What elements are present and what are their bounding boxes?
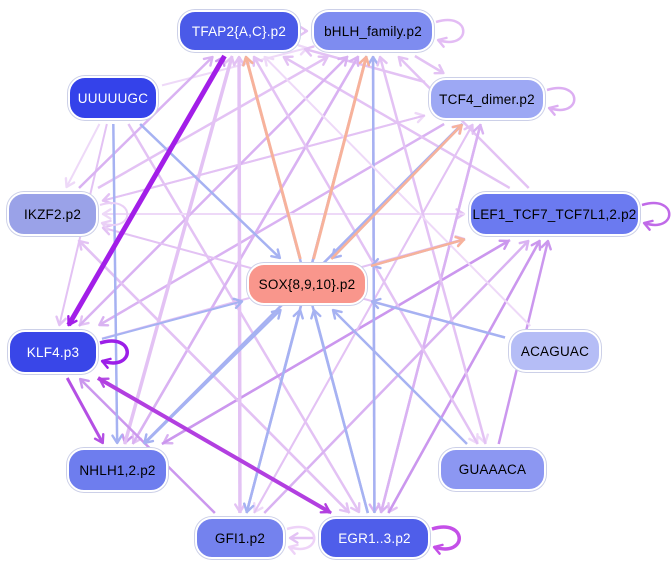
edge-nhlh-bhlh	[131, 55, 360, 445]
edge-uuuuugc-nhlh	[111, 123, 123, 445]
node-egr[interactable]: EGR1..3.p2	[319, 517, 430, 559]
edge-egr-sox	[310, 308, 370, 514]
edge-guaaaca-bhlh	[376, 55, 487, 445]
node-label: EGR1..3.p2	[338, 530, 411, 546]
node-label: GUAAACA	[458, 462, 527, 477]
node-label: NHLH1,2.p2	[79, 462, 156, 478]
edge-guaaaca-tfap2	[252, 55, 479, 445]
edge-sox-lef1	[370, 235, 466, 268]
self-loop-tcf4	[546, 86, 576, 116]
edge-lef1-bhlh	[397, 55, 530, 189]
node-label: bHLH_family.p2	[324, 23, 422, 39]
edge-uuuuugc-egr	[127, 123, 361, 514]
edge-sox-tcf4	[330, 123, 463, 260]
edge-klf4-nhlh	[65, 377, 105, 445]
node-label: UUUUUGC	[77, 90, 149, 106]
self-loop-gfi1	[286, 525, 316, 555]
node-ikzf2[interactable]: IKZF2.p2	[7, 192, 98, 236]
edge-uuuuugc-bhlh	[161, 44, 309, 87]
self-loop-ikzf2	[99, 202, 129, 231]
edge-acaguac-sox	[370, 297, 506, 339]
node-label: ACAGUAC	[520, 343, 590, 359]
node-lef1[interactable]: LEF1_TCF7_TCF7L1,2.p2	[469, 192, 640, 236]
edge-gfi1-lef1	[263, 239, 530, 514]
node-bhlh[interactable]: bHLH_family.p2	[312, 10, 434, 52]
edge-egr-bhlh	[367, 55, 379, 514]
edge-ikzf2-tfap2	[78, 55, 214, 189]
edge-gfi1-tfap2	[233, 55, 245, 514]
node-sox[interactable]: SOX{8,9,10}.p2	[247, 263, 367, 305]
self-loop-bhlh	[435, 18, 465, 48]
node-label: LEF1_TCF7_TCF7L1,2.p2	[472, 206, 637, 222]
node-label: IKZF2.p2	[23, 206, 82, 222]
edge-sox-bhlh	[312, 55, 371, 260]
edge-egr-tcf4	[379, 123, 485, 514]
edge-uuuuugc-ikzf2	[64, 123, 101, 189]
edge-gfi1-klf4	[78, 377, 216, 514]
node-label: SOX{8,9,10}.p2	[258, 276, 356, 292]
node-acaguac[interactable]: ACAGUAC	[509, 330, 601, 372]
node-nhlh[interactable]: NHLH1,2.p2	[67, 448, 168, 492]
edge-tcf4-klf4	[98, 122, 445, 327]
self-loop-egr	[431, 525, 461, 555]
node-tfap2[interactable]: TFAP2{A,C}.p2	[178, 10, 300, 52]
edge-tcf4-ikzf2	[101, 114, 426, 205]
node-uuuuugc[interactable]: UUUUUGC	[68, 76, 158, 120]
node-tcf4[interactable]: TCF4_dimer.p2	[429, 78, 545, 120]
node-label: KLF4.p3	[26, 344, 80, 360]
edge-gfi1-tcf4	[253, 123, 474, 514]
node-label: TFAP2{A,C}.p2	[191, 23, 287, 39]
edge-nhlh-lef1	[161, 239, 510, 446]
edge-uuuuugc-sox	[139, 123, 282, 260]
edge-nhlh-tfap2	[123, 55, 236, 445]
edge-guaaaca-sox	[331, 308, 468, 445]
edge-klf4-egr	[96, 376, 331, 514]
node-klf4[interactable]: KLF4.p3	[8, 330, 98, 374]
node-label: TCF4_dimer.p2	[439, 91, 535, 107]
node-gfi1[interactable]: GFI1.p2	[195, 517, 285, 559]
edge-klf4-sox	[101, 297, 244, 340]
node-label: GFI1.p2	[214, 530, 266, 546]
edge-klf4-bhlh	[78, 55, 349, 327]
node-guaaaca[interactable]: GUAAACA	[439, 448, 546, 491]
edge-tfap2-klf4	[66, 54, 227, 327]
edge-egr-lef1	[387, 239, 542, 514]
edge-bhlh-tcf4	[414, 54, 445, 75]
self-loop-klf4	[99, 339, 129, 369]
edge-sox-tfap2	[242, 55, 302, 260]
edge-egr-ikzf2	[78, 239, 351, 514]
self-loop-lef1	[641, 201, 671, 231]
